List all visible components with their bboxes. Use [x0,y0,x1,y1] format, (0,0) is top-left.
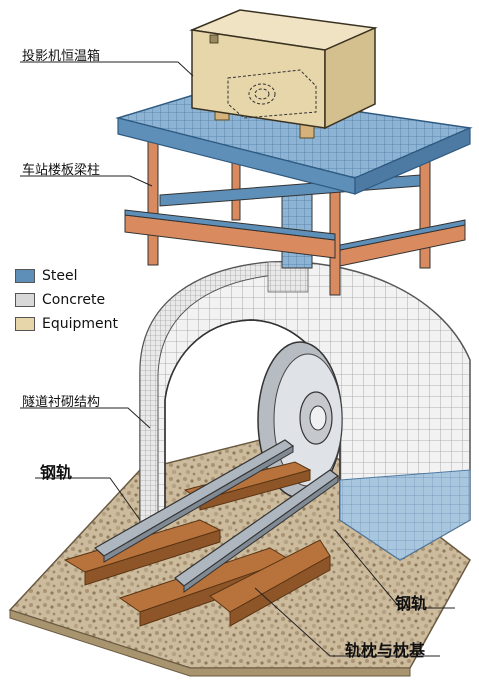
tunnel-lining [139,260,471,561]
station-structure [115,89,473,296]
leader-lines [20,61,455,657]
legend-item-equipment: Equipment [15,312,118,336]
projector-outline-icon [227,69,317,119]
rail-label-right: 钢轨 [395,594,428,613]
legend-swatch-concrete [15,293,35,307]
station-structure-label: 车站楼板梁柱 [22,163,101,178]
projector-thermostatic-box [189,9,378,139]
legend-swatch-equipment [15,317,35,331]
rails [93,439,340,593]
sleepers [63,461,331,627]
legend-item-concrete: Concrete [15,288,118,312]
legend-label: Concrete [42,292,106,308]
legend-swatch-steel [15,269,35,283]
legend: Steel Concrete Equipment [15,264,118,336]
legend-label: Steel [42,268,78,284]
sleepers-label: 轨枕与枕基 [345,641,426,660]
rail-label-left: 钢轨 [40,463,73,482]
tunnel-lining-label: 隧道衬砌结构 [22,395,101,410]
legend-item-steel: Steel [15,264,118,288]
legend-label: Equipment [42,316,118,332]
thermostatic-box-label: 投影机恒温箱 [22,49,101,64]
